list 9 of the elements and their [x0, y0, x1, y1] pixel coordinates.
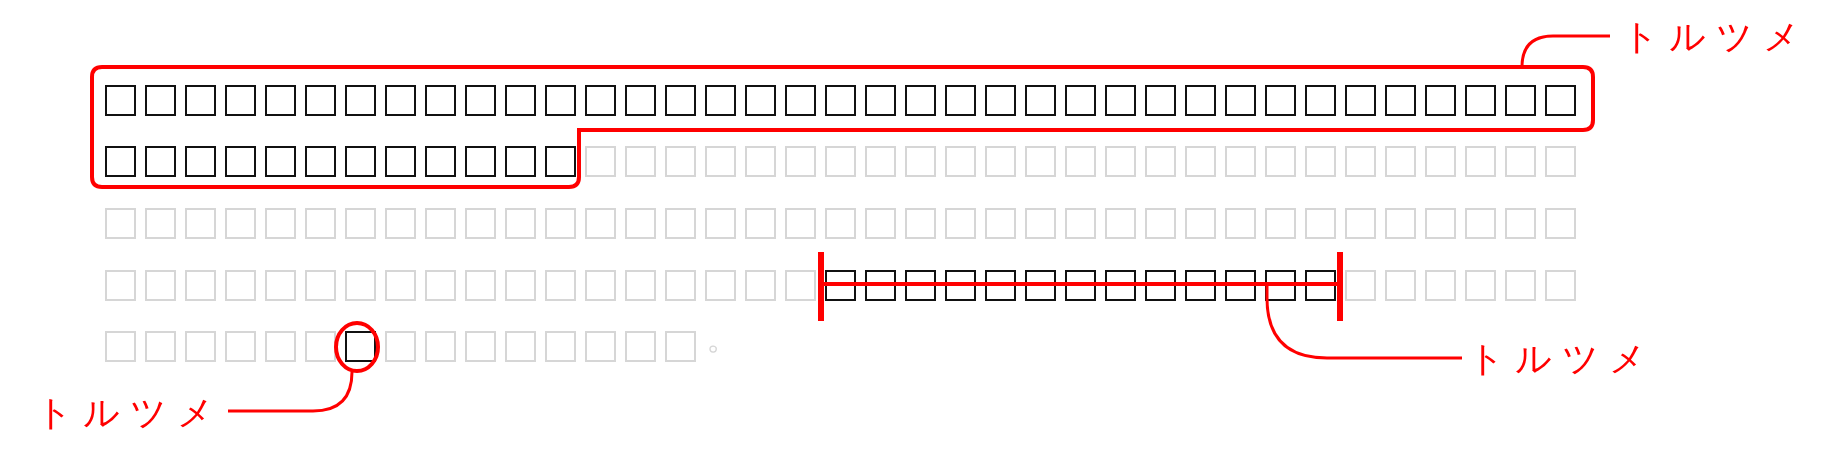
leader-line: [1265, 284, 1462, 360]
callout-label: トルツメ: [1468, 337, 1656, 381]
circle-mark: [334, 321, 380, 373]
span-bracket: [817, 252, 1344, 321]
punctuation-mark: 。: [706, 318, 740, 358]
leader-line: [228, 370, 354, 413]
outline-frame: [90, 65, 1595, 189]
callout-label: トルツメ: [1622, 15, 1810, 59]
callout-label: トルツメ: [36, 391, 224, 435]
